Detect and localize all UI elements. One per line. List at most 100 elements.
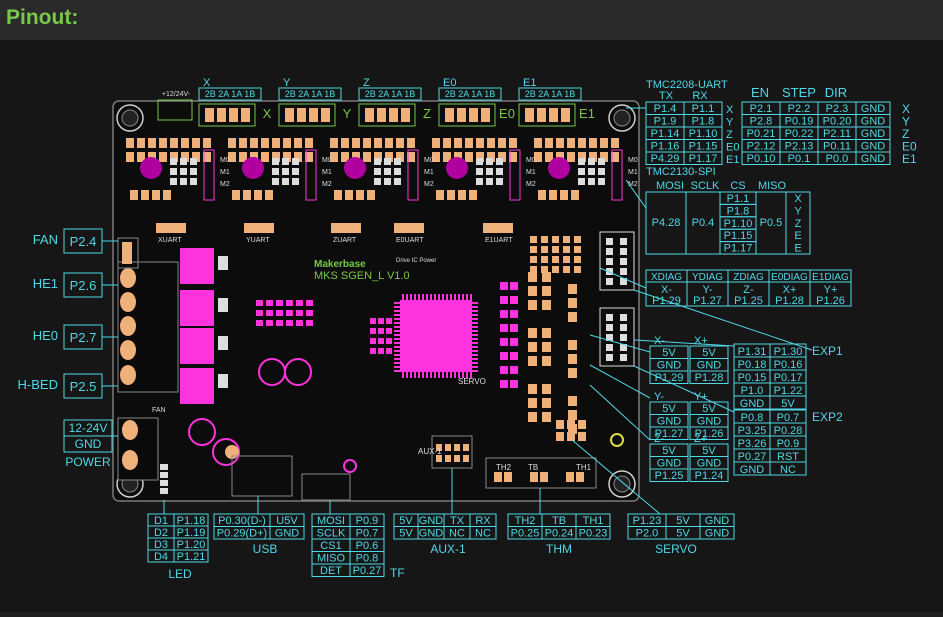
endstop-pad <box>542 356 551 366</box>
header-pad <box>549 190 557 200</box>
mcu-pin <box>470 372 472 378</box>
esd-text: P2.1 <box>750 103 773 115</box>
uart-rx: P1.1 <box>692 103 715 115</box>
endstop-pad <box>528 412 537 422</box>
exp-pin <box>620 334 627 341</box>
mounting-hole-inner <box>121 109 139 127</box>
header-pad <box>283 138 291 148</box>
uart-axis: Y <box>726 117 734 129</box>
servo-name: SERVO <box>655 542 697 556</box>
jumper-pin <box>292 168 299 175</box>
header-pad <box>239 152 247 162</box>
microstep-label: M2 <box>424 181 434 188</box>
driver-pin-label: 2B 2A 1A 1B <box>365 89 416 99</box>
mosfet-tab <box>218 256 228 270</box>
uart-pad <box>244 223 274 233</box>
endstop-leader-1 <box>589 334 651 353</box>
spi-pad <box>530 246 537 253</box>
endstop-pad <box>542 328 551 338</box>
spi-axis-box <box>785 191 811 255</box>
servo-pad <box>567 420 575 429</box>
mcu-pin <box>472 362 478 364</box>
mcu-pin <box>394 358 400 360</box>
jumper-pin <box>486 178 493 185</box>
mcu-pin <box>394 366 400 368</box>
endstop-x-minus-text: GND <box>657 360 682 372</box>
esd-text: P2.13 <box>785 141 814 153</box>
header-pad <box>556 138 564 148</box>
esd-header-en: EN <box>751 85 769 100</box>
mcu-pin <box>394 322 400 324</box>
mcu-pin <box>430 372 432 378</box>
driver-pad <box>297 108 306 122</box>
header-pad <box>137 152 145 162</box>
spi-header-cs: CS <box>730 180 745 192</box>
header-pad <box>341 138 349 148</box>
mcu-pin <box>472 330 478 332</box>
driver-pin-box <box>278 87 342 101</box>
usb-cell <box>269 526 305 540</box>
led-text: D4 <box>154 551 168 563</box>
mcu-pin <box>472 358 478 360</box>
endstop-pad <box>568 298 577 308</box>
header-pad <box>443 138 451 148</box>
aux-text: RX <box>475 515 491 527</box>
exp2-text: P0.7 <box>777 412 800 424</box>
mcu-pin <box>458 372 460 378</box>
jumper-pin <box>282 178 289 185</box>
endstop-x-plus-title: X+ <box>694 335 708 347</box>
header-pad <box>148 138 156 148</box>
mosfet <box>180 328 214 364</box>
tf-name: TF <box>390 566 405 580</box>
usb-text: P0.30(D-) <box>218 515 266 527</box>
uart-tx: P1.9 <box>654 116 677 128</box>
diag-header: ZDIAG <box>733 272 764 283</box>
exp-pin <box>606 314 613 321</box>
mcu-pin <box>472 346 478 348</box>
smd-comp <box>378 328 384 334</box>
header-pad <box>443 152 451 162</box>
smd-comp <box>500 338 508 346</box>
he0-pin: P2.7 <box>70 330 97 345</box>
header-pad <box>232 190 240 200</box>
mcu-pin <box>394 370 400 372</box>
jumper-pin <box>272 168 279 175</box>
driver-socket-outline <box>305 149 317 201</box>
uart-title: TMC2208-UART <box>646 79 728 91</box>
endstop-x-plus-text: P1.28 <box>695 372 724 384</box>
hbed-pin: P2.5 <box>70 379 97 394</box>
driver-pad <box>309 108 318 122</box>
led-text: P1.19 <box>177 527 206 539</box>
silk-servo: SERVO <box>458 377 486 386</box>
spi-axis: E <box>794 243 801 255</box>
header-pad <box>589 138 597 148</box>
header-pad <box>203 138 211 148</box>
smd-comp <box>500 324 508 332</box>
mcu-pin <box>394 310 400 312</box>
header-pad <box>152 190 160 200</box>
header-pad <box>556 152 564 162</box>
jumper-pin <box>272 178 279 185</box>
jumper-pin <box>578 158 585 165</box>
driver-pad <box>549 108 558 122</box>
esd-text: P0.21 <box>747 128 776 140</box>
uart-rx: P1.17 <box>689 153 718 165</box>
driver-pad <box>365 108 374 122</box>
driver-socket-outline <box>407 149 419 201</box>
header-pad <box>534 152 542 162</box>
jumper-pin <box>496 178 503 185</box>
mcu-pin <box>442 294 444 300</box>
diag-axis: Y+ <box>824 284 838 296</box>
header-pad <box>374 152 382 162</box>
smd-comp <box>510 282 518 290</box>
spi-pad <box>530 256 537 263</box>
jumper-pin <box>394 168 401 175</box>
driver-pin-box <box>198 87 262 101</box>
header-pad <box>567 138 575 148</box>
power-row1-text: 12-24V <box>69 421 108 435</box>
endstop-leader-2 <box>589 364 651 399</box>
header-pad <box>578 138 586 148</box>
uart-axis: E1 <box>726 154 739 166</box>
driver-chip <box>344 157 366 179</box>
